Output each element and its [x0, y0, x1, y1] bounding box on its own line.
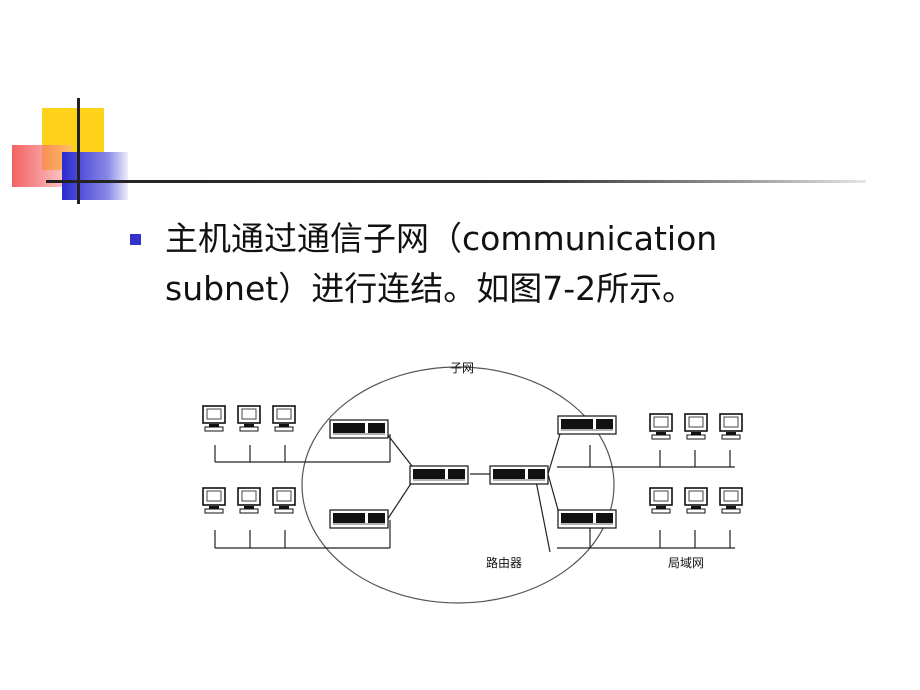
bullet-line-2: subnet）进行连结。如图7-2所示。: [165, 269, 696, 308]
computer-icon: [272, 405, 296, 432]
network-diagram-svg: 子网 路由器 局域网: [150, 340, 800, 625]
lan-label: 局域网: [668, 556, 704, 570]
network-diagram: 子网 路由器 局域网: [150, 340, 800, 625]
decor-blue-square: [62, 152, 128, 200]
computer-icon: [719, 413, 743, 440]
subnet-ellipse: [301, 366, 615, 604]
computer-icon: [649, 413, 673, 440]
link-line: [386, 481, 413, 521]
router-icon: [557, 509, 617, 529]
bullet-text: 主机通过通信子网（communication subnet）进行连结。如图7-2…: [165, 214, 717, 314]
computer-icon: [272, 487, 296, 514]
computer-icon: [684, 413, 708, 440]
router-icon: [329, 509, 389, 529]
link-line: [534, 475, 551, 553]
bullet-list: 主机通过通信子网（communication subnet）进行连结。如图7-2…: [130, 214, 830, 314]
decor-vertical-line: [77, 98, 80, 204]
bullet-item: 主机通过通信子网（communication subnet）进行连结。如图7-2…: [130, 214, 830, 314]
router-icon: [557, 415, 617, 435]
computer-icon: [237, 487, 261, 514]
computer-icon: [202, 405, 226, 432]
link-line: [386, 433, 413, 467]
link-line: [547, 433, 561, 475]
router-icon: [409, 465, 469, 485]
title-divider-line: [46, 180, 866, 183]
router-icon: [489, 465, 549, 485]
computer-icon: [684, 487, 708, 514]
router-icon: [329, 419, 389, 439]
bullet-square-icon: [130, 234, 141, 245]
computer-icon: [719, 487, 743, 514]
bullet-line-1: 主机通过通信子网（communication: [165, 219, 718, 258]
computer-icon: [202, 487, 226, 514]
computer-icon: [237, 405, 261, 432]
computer-icon: [649, 487, 673, 514]
router-label: 路由器: [486, 555, 522, 570]
diagram-background: [150, 340, 800, 625]
network-links: [214, 433, 735, 553]
network-nodes: [202, 405, 743, 529]
subnet-label: 子网: [450, 361, 474, 375]
